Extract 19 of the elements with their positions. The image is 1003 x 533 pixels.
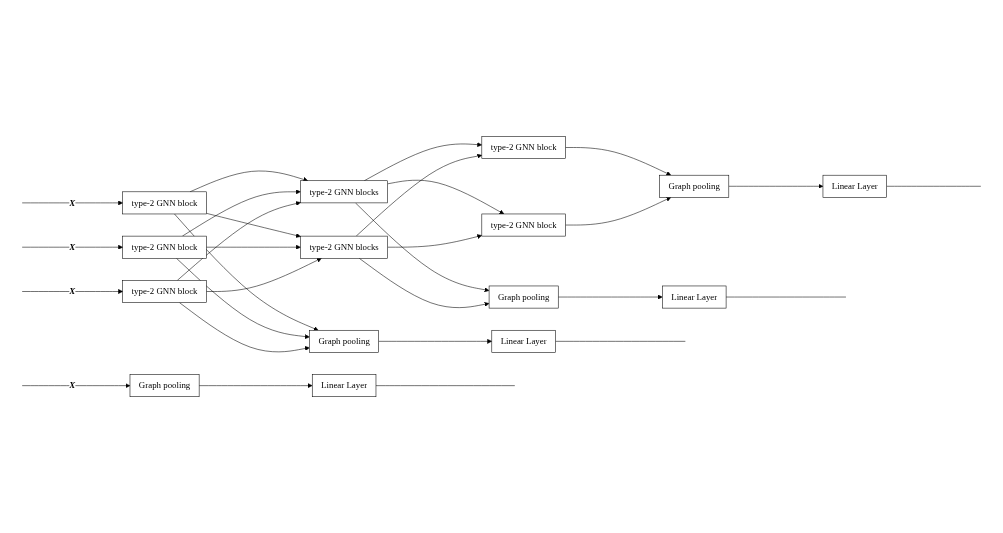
node-box: type-2 GNN block	[481, 213, 566, 237]
node-box: type-2 GNN block	[122, 280, 207, 303]
node-box: type-2 GNN block	[122, 235, 207, 259]
node-box: type-2 GNN blocks	[300, 180, 388, 204]
edge-label: X	[69, 380, 76, 390]
node-box: Linear Layer	[822, 174, 887, 198]
node-box: Graph pooling	[309, 329, 379, 353]
node-box: type-2 GNN block	[122, 191, 207, 215]
edge-label: X	[69, 197, 76, 208]
node-box: Linear Layer	[491, 329, 556, 353]
node-box: Linear Layer	[662, 285, 727, 309]
node-box: type-2 GNN block	[481, 136, 566, 159]
node-box: Graph pooling	[659, 174, 730, 198]
edge-label: X	[69, 242, 76, 252]
node-box: type-2 GNN blocks	[300, 235, 388, 259]
node-box: Graph pooling	[129, 374, 200, 397]
edge-label: X	[69, 286, 76, 296]
node-box: Graph pooling	[488, 285, 559, 309]
node-box: Linear Layer	[311, 374, 377, 397]
